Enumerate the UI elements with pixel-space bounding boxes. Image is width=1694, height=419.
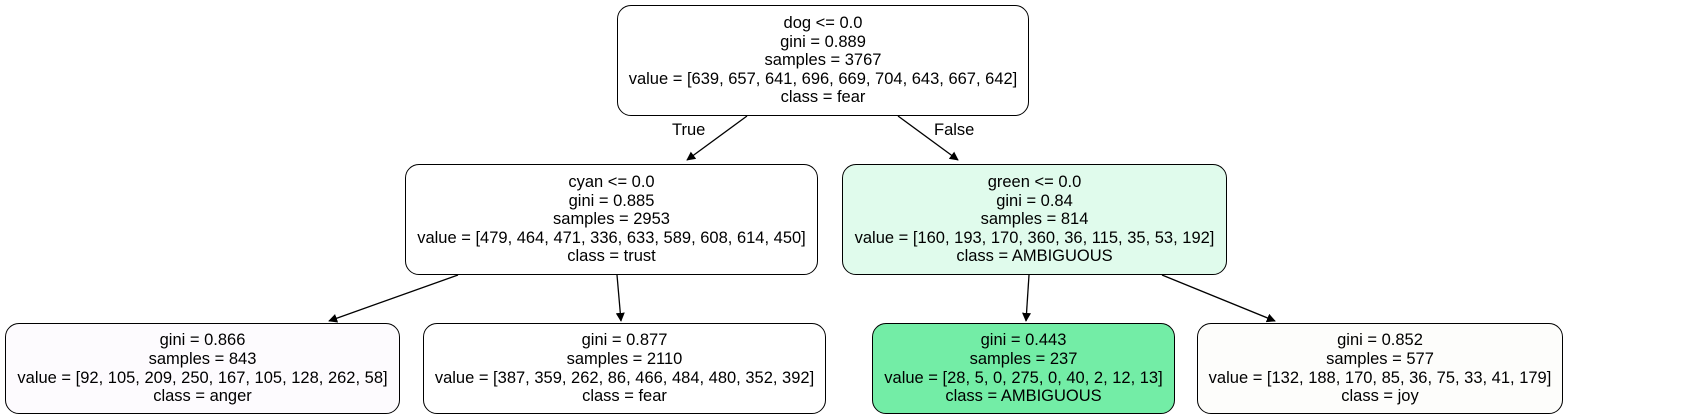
tree-leaf-4: gini = 0.852 samples = 577 value = [132,… bbox=[1197, 323, 1563, 414]
node-line: cyan <= 0.0 bbox=[568, 173, 655, 192]
node-line: samples = 2110 bbox=[566, 349, 683, 368]
node-line: class = trust bbox=[567, 247, 656, 266]
edge-root-right bbox=[897, 115, 959, 161]
node-line: value = [28, 5, 0, 275, 0, 40, 2, 12, 13… bbox=[884, 368, 1163, 387]
node-line: gini = 0.877 bbox=[581, 331, 668, 350]
tree-node-left: cyan <= 0.0 gini = 0.885 samples = 2953 … bbox=[405, 164, 818, 275]
node-line: class = anger bbox=[153, 387, 252, 406]
tree-leaf-1: gini = 0.866 samples = 843 value = [92, … bbox=[5, 323, 400, 414]
node-line: samples = 814 bbox=[980, 210, 1089, 229]
node-line: value = [160, 193, 170, 360, 36, 115, 35… bbox=[854, 228, 1215, 247]
node-line: samples = 3767 bbox=[764, 51, 882, 70]
edge-right-leaf3 bbox=[1022, 274, 1032, 322]
node-line: gini = 0.852 bbox=[1337, 331, 1423, 350]
node-line: class = AMBIGUOUS bbox=[956, 247, 1113, 266]
edge-left-leaf2 bbox=[615, 274, 625, 322]
node-line: class = fear bbox=[780, 88, 866, 107]
node-line: dog <= 0.0 bbox=[783, 14, 863, 33]
tree-leaf-3: gini = 0.443 samples = 237 value = [28, … bbox=[872, 323, 1175, 414]
node-line: gini = 0.443 bbox=[980, 331, 1067, 350]
node-line: value = [387, 359, 262, 86, 466, 484, 48… bbox=[434, 368, 815, 387]
node-line: samples = 577 bbox=[1326, 349, 1434, 368]
edge-label-true: True bbox=[672, 121, 706, 139]
tree-node-root: dog <= 0.0 gini = 0.889 samples = 3767 v… bbox=[617, 5, 1029, 116]
node-line: samples = 237 bbox=[969, 349, 1078, 368]
node-line: gini = 0.889 bbox=[780, 32, 866, 51]
node-line: gini = 0.84 bbox=[996, 191, 1073, 210]
node-line: class = AMBIGUOUS bbox=[945, 387, 1102, 406]
node-line: samples = 2953 bbox=[553, 210, 670, 229]
edge-root-left bbox=[686, 115, 748, 161]
node-line: gini = 0.866 bbox=[159, 331, 246, 350]
edge-left-leaf1 bbox=[328, 274, 459, 323]
node-line: gini = 0.885 bbox=[568, 191, 655, 210]
tree-leaf-2: gini = 0.877 samples = 2110 value = [387… bbox=[423, 323, 826, 414]
node-line: green <= 0.0 bbox=[987, 173, 1082, 192]
node-line: value = [479, 464, 471, 336, 633, 589, 6… bbox=[417, 228, 806, 247]
node-line: value = [132, 188, 170, 85, 36, 75, 33, … bbox=[1208, 368, 1552, 387]
node-line: value = [639, 657, 641, 696, 669, 704, 6… bbox=[628, 69, 1018, 88]
tree-node-right: green <= 0.0 gini = 0.84 samples = 814 v… bbox=[842, 164, 1227, 275]
node-line: value = [92, 105, 209, 250, 167, 105, 12… bbox=[17, 368, 388, 387]
node-line: class = fear bbox=[582, 387, 667, 406]
node-line: samples = 843 bbox=[148, 349, 257, 368]
edge-right-leaf4 bbox=[1161, 274, 1276, 323]
node-line: class = joy bbox=[1341, 387, 1419, 406]
edge-label-false: False bbox=[934, 121, 975, 139]
